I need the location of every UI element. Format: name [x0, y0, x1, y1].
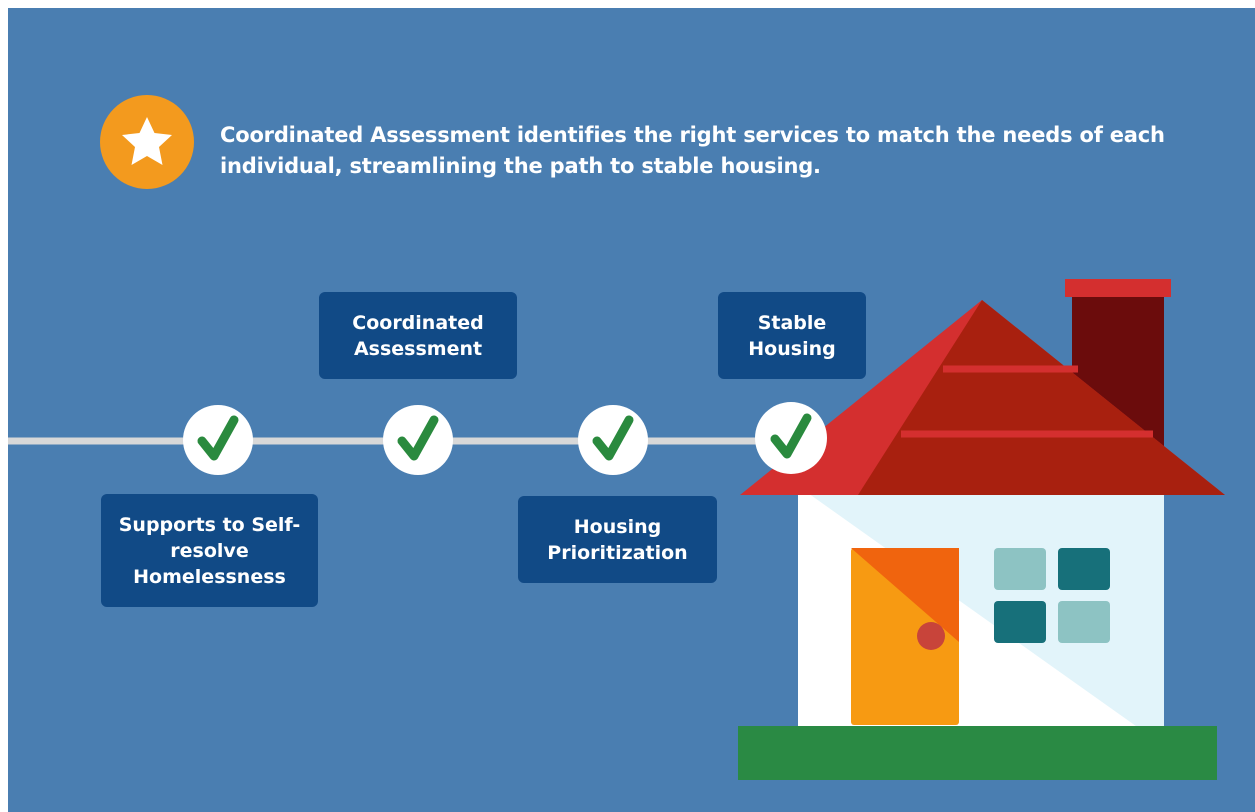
checkmark-node-2 [383, 405, 453, 475]
intro-text: Coordinated Assessment identifies the ri… [220, 123, 1165, 178]
diagram-graphics [8, 8, 1255, 812]
grass [738, 726, 1217, 780]
step-label-supports: Supports to Self-resolve Homelessness [101, 494, 318, 607]
checkmark-icon [397, 415, 439, 461]
roof-shade [858, 300, 1225, 495]
step-label-coordinated-assessment: Coordinated Assessment [319, 292, 517, 379]
checkmark-node-4 [755, 402, 827, 474]
star-icon [100, 95, 194, 189]
door-knob [917, 622, 945, 650]
house-icon [738, 279, 1225, 780]
diagram-canvas: Coordinated Assessment identifies the ri… [8, 8, 1255, 812]
step-label-housing-prioritization: Housing Prioritization [518, 496, 717, 583]
chimney-cap [1065, 279, 1171, 297]
step-label-stable-housing: Stable Housing [718, 292, 866, 379]
window [994, 548, 1110, 643]
checkmark-icon [770, 413, 812, 459]
checkmark-node-1 [183, 405, 253, 475]
checkmark-icon [197, 415, 239, 461]
checkmark-icon [592, 415, 634, 461]
checkmark-node-3 [578, 405, 648, 475]
